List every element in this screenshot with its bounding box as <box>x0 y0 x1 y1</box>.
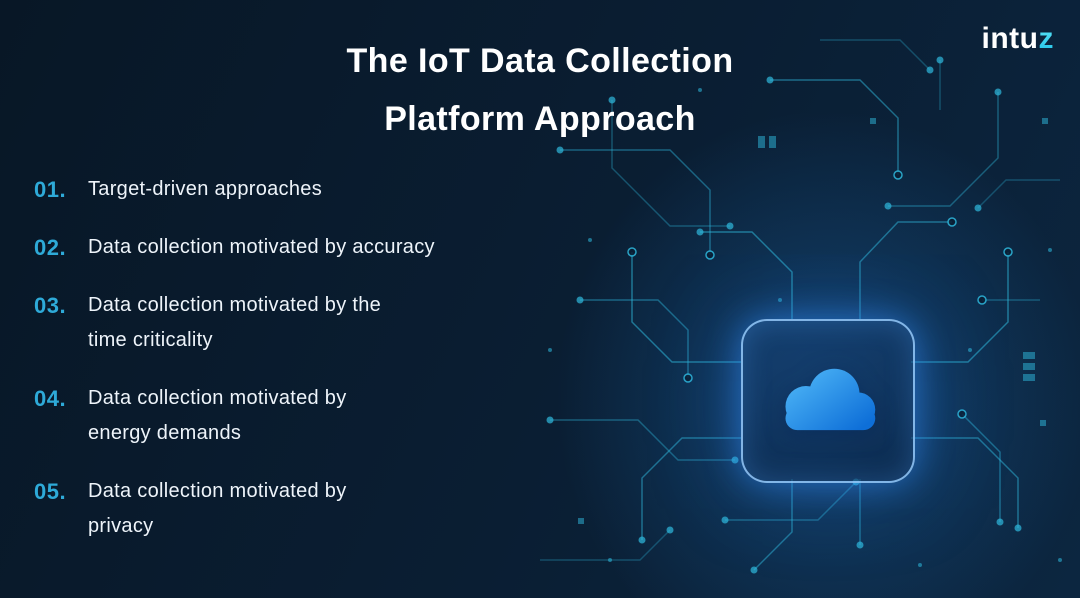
cloud-icon <box>785 368 876 431</box>
list-item-number: 02. <box>34 235 67 260</box>
list-item: 05. Data collection motivated by privacy <box>34 474 554 544</box>
intuz-logo: intuz <box>982 22 1054 56</box>
list-item-text: Data collection motivated by accuracy <box>88 236 435 258</box>
circuit-board-graphic <box>520 0 1080 598</box>
list-item-text: Target-driven approaches <box>88 178 322 200</box>
logo-text-white: intu <box>981 22 1039 55</box>
list-item: 03. Data collection motivated by the tim… <box>34 288 554 358</box>
chip-frame <box>741 319 915 483</box>
list-item-text: Data collection motivated by energy dema… <box>88 387 347 444</box>
approach-list: 01. Target-driven approaches 02. Data co… <box>34 172 554 544</box>
page-title: The IoT Data Collection Platform Approac… <box>0 32 1080 148</box>
list-item-text: Data collection motivated by privacy <box>88 480 347 537</box>
list-item: 04. Data collection motivated by energy … <box>34 381 554 451</box>
title-line-1: The IoT Data Collection <box>346 42 734 80</box>
list-item-number: 01. <box>34 177 67 202</box>
list-item-text: Data collection motivated by the time cr… <box>88 294 382 351</box>
list-item: 02. Data collection motivated by accurac… <box>34 230 554 265</box>
list-item-number: 04. <box>34 386 67 411</box>
list-item-number: 05. <box>34 479 67 504</box>
list-item-number: 03. <box>34 293 67 318</box>
title-line-2: Platform Approach <box>384 100 696 138</box>
logo-text-accent: z <box>1038 22 1054 55</box>
list-item: 01. Target-driven approaches <box>34 172 554 207</box>
